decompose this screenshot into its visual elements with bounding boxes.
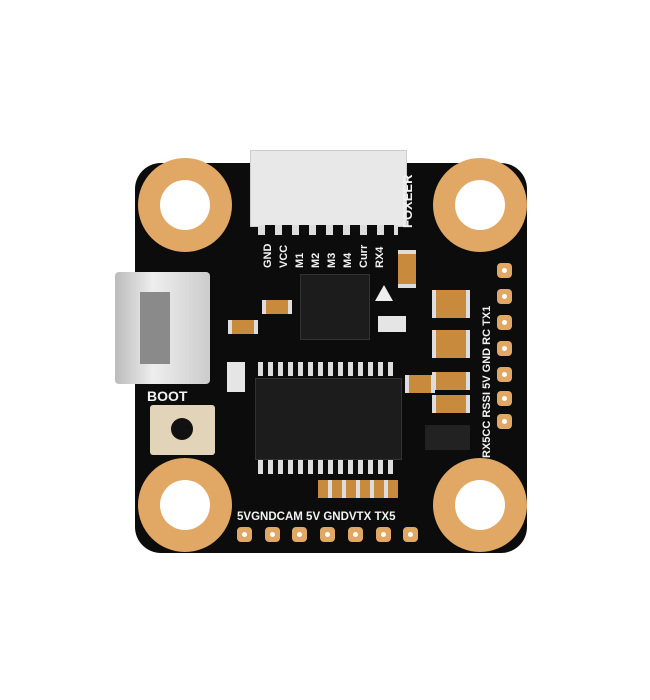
pin-label: M4: [342, 252, 354, 268]
pin-label: CC: [481, 420, 493, 437]
pin-label: TX5: [374, 511, 396, 523]
capacitor: [405, 375, 435, 393]
pin-label: 5V: [481, 375, 493, 389]
pad-5v-bottom[interactable]: [237, 527, 252, 542]
pin-label: 5V: [306, 511, 321, 523]
pad-gnd-2[interactable]: [348, 527, 363, 542]
capacitor: [262, 300, 292, 314]
pad-gnd[interactable]: [497, 315, 512, 330]
chip-pins-bottom: [258, 460, 398, 474]
pin-label: GND: [481, 347, 493, 373]
pad-tx5[interactable]: [403, 527, 418, 542]
pin-label: RX4: [374, 246, 386, 268]
connector-pins: [258, 225, 398, 235]
capacitor: [432, 395, 470, 413]
boot-label: BOOT: [147, 388, 188, 404]
capacitor: [228, 320, 258, 334]
capacitor: [432, 372, 470, 390]
pad-cc[interactable]: [497, 391, 512, 406]
pad-vtx[interactable]: [376, 527, 391, 542]
top-pin-labels: GND VCC M1 M2 M3 M4 Curr RX4: [262, 244, 386, 280]
pin-label: RX5: [481, 436, 493, 458]
pin-label: GND: [262, 244, 274, 268]
chip-pins-top: [258, 362, 398, 376]
usb-opening: [140, 292, 170, 364]
capacitor: [432, 330, 470, 358]
pad-5v[interactable]: [497, 341, 512, 356]
boot-button-cap: [171, 418, 193, 440]
pin-label: M3: [326, 252, 338, 268]
capacitor: [398, 250, 416, 288]
pin-label: M1: [294, 252, 306, 268]
component: [378, 316, 406, 332]
mount-hole-bottom-left: [138, 458, 232, 552]
mount-hole-top-left: [138, 158, 232, 252]
bottom-pin-labels: 5VGNDCAM 5V GNDVTX TX5: [237, 511, 396, 523]
pin-label: CAM: [276, 511, 303, 523]
pin-label: 5V: [237, 511, 252, 523]
pad-5v-2[interactable]: [320, 527, 335, 542]
resistor-array: [318, 480, 398, 498]
capacitor: [432, 290, 470, 318]
mount-hole-top-right: [433, 158, 527, 252]
pin-label: RC: [481, 328, 493, 345]
pin-label: M2: [310, 252, 322, 268]
direction-arrow-icon: [375, 285, 393, 301]
mcu-chip: [300, 274, 370, 340]
pad-rssi[interactable]: [497, 367, 512, 382]
pad-tx1[interactable]: [497, 263, 512, 278]
right-pin-labels: RX5CC RSSI 5V GND RC TX1: [481, 306, 493, 458]
pin-label: RSSI: [481, 391, 493, 418]
pad-rc[interactable]: [497, 289, 512, 304]
pin-label: GND: [251, 511, 277, 523]
pin-label: VCC: [278, 244, 290, 268]
diode: [425, 425, 470, 450]
pin-label: Curr: [358, 244, 370, 268]
esc-connector: [250, 150, 407, 227]
pad-cam[interactable]: [292, 527, 307, 542]
pin-label: VTX: [348, 511, 372, 523]
pad-gnd-bottom[interactable]: [265, 527, 280, 542]
osd-chip: [255, 378, 402, 460]
mount-hole-bottom-right: [433, 458, 527, 552]
component: [227, 362, 245, 392]
pin-label: TX1: [481, 305, 493, 326]
pad-rx5[interactable]: [497, 414, 512, 429]
brand-label: FOXEER: [400, 174, 415, 228]
pin-label: GND: [323, 511, 349, 523]
